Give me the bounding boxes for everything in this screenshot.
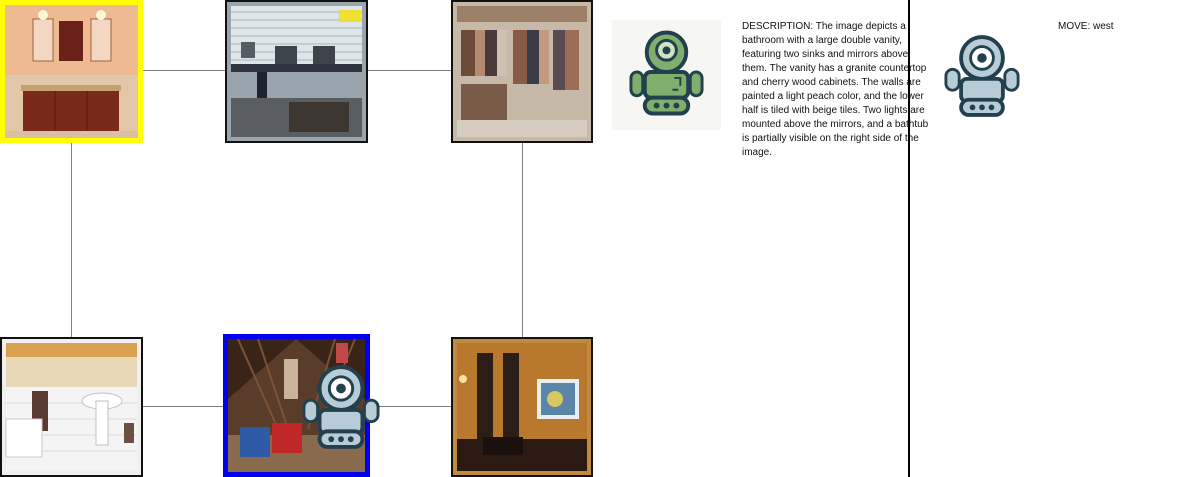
description-body: The image depicts a bathroom with a larg… <box>742 21 929 158</box>
room-node-computer-office[interactable] <box>225 0 368 143</box>
agent-robot-icon <box>302 365 380 449</box>
panel-divider <box>908 0 910 477</box>
move-robot-icon <box>944 35 1020 117</box>
edge-whitebath-attic <box>142 406 224 407</box>
home-theater-image <box>453 339 591 475</box>
room-node-walk-in-closet[interactable] <box>451 0 593 143</box>
move-label: MOVE: <box>1058 21 1091 32</box>
edge-bathroom-office <box>142 70 226 71</box>
room-node-bathroom-vanity[interactable] <box>0 0 143 143</box>
move-value: west <box>1093 21 1114 32</box>
computer-office-image <box>227 2 366 141</box>
edge-closet-theater <box>522 142 523 338</box>
green-robot-icon <box>629 30 704 116</box>
bathroom-vanity-image <box>5 5 138 138</box>
room-node-attic-storage[interactable] <box>223 334 370 477</box>
room-node-home-theater[interactable] <box>451 337 593 477</box>
description-label: DESCRIPTION: <box>742 21 814 32</box>
description-text: DESCRIPTION: The image depicts a bathroo… <box>742 20 932 160</box>
move-text: MOVE: west <box>1058 20 1114 34</box>
walk-in-closet-image <box>453 2 591 141</box>
edge-bathroom-whitebath <box>71 142 72 338</box>
white-bathroom-image <box>2 339 141 475</box>
edge-office-closet <box>367 70 453 71</box>
edge-attic-theater <box>368 406 453 407</box>
room-node-white-bathroom[interactable] <box>0 337 143 477</box>
